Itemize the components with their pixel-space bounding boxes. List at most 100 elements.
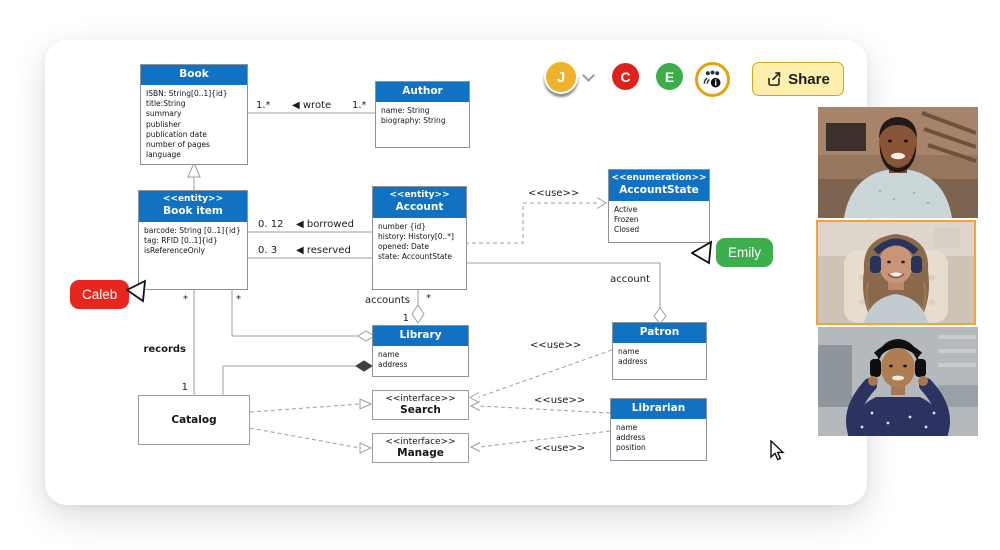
mult-borrowed: 0. 12 [258,219,283,230]
audience-info-icon [703,70,721,88]
class-name: Author [402,85,443,97]
participant-3-video [818,327,978,436]
attribute: language [146,149,181,159]
participant-2-video [818,222,974,323]
mult-records-one: 1 [182,382,188,393]
use-arrow [469,401,481,411]
class-name: Catalog [171,414,217,426]
share-label: Share [788,70,830,88]
label-wrote: ◀ wrote [292,100,331,111]
class-stereotype: <<entity>> [162,194,224,204]
class-name: Book [179,68,209,80]
enum-literal: Active [614,204,638,214]
avatar-e[interactable]: E [656,63,683,90]
attribute: number {id} [378,221,427,231]
class-name: Patron [639,326,680,338]
class-stereotype: <<interface>> [385,437,456,447]
label-accounts: accounts [365,295,410,306]
share-icon [768,72,781,86]
avatar-j[interactable]: J [544,60,578,94]
realization-arrow [359,442,373,454]
enum-literal: Frozen [614,215,639,225]
generalization-arrow [187,161,201,178]
mult-reserved: 0. 3 [258,245,277,256]
use-arrow [596,197,607,209]
attribute: opened: Date [378,242,429,252]
attribute: summary [146,109,182,119]
label-use-patron: <<use>> [530,340,581,351]
interface-search[interactable]: <<interface>> Search [372,390,469,420]
share-button[interactable]: Share [752,62,844,96]
class-name: Librarian [631,402,686,414]
class-name: Library [399,329,442,341]
attribute: publication date [146,129,207,139]
composition-diamond [355,360,373,372]
video-tile-participant-3[interactable] [818,327,978,436]
attribute: address [616,433,646,443]
aggregation-diamond [411,304,425,324]
mult-wrote-right: 1.* [352,100,367,111]
video-tile-participant-1[interactable] [818,107,978,218]
attribute: ISBN: String[0..1]{id} [146,89,228,99]
attribute: name: String [381,106,430,116]
class-stereotype: <<entity>> [389,190,450,200]
attribute: barcode: String [0..1]{id} [144,225,241,235]
class-name: Account [395,200,444,213]
attribute: history: History[0..*] [378,232,454,242]
class-book-item[interactable]: <<entity>> Book item barcode: String [0.… [138,190,248,290]
attribute: title:String [146,99,186,109]
label-reserved: ◀ reserved [296,245,351,256]
mult-library-items: * [236,294,241,305]
class-name: Manage [397,447,444,459]
class-author[interactable]: Author name: String biography: String [375,81,470,148]
label-use-librarian-search: <<use>> [534,395,585,406]
label-account: account [610,274,650,285]
class-account-state[interactable]: <<enumeration>> AccountState Active Froz… [608,169,710,243]
attribute: name [618,347,640,357]
mult-accounts: * [426,293,431,304]
attribute: address [378,360,408,370]
class-librarian[interactable]: Librarian name address position [610,398,707,461]
class-account[interactable]: <<entity>> Account number {id} history: … [372,186,467,290]
mult-accounts-one: 1 [403,313,409,324]
video-tile-participant-2-active[interactable] [816,220,976,325]
class-book[interactable]: Book ISBN: String[0..1]{id} title:String… [140,64,248,165]
class-name: Book item [163,204,223,217]
attribute: address [618,357,648,367]
attribute: isReferenceOnly [144,246,205,256]
label-use-librarian-manage: <<use>> [534,443,585,454]
class-patron[interactable]: Patron name address [612,322,707,380]
mult-records-star: * [183,294,188,305]
class-stereotype: <<interface>> [385,394,456,404]
collaborators-info-button[interactable] [695,62,730,97]
attribute: position [616,443,646,453]
label-borrowed: ◀ borrowed [296,219,354,230]
enum-literal: Closed [614,225,640,235]
mult-wrote-left: 1.* [256,100,271,111]
class-name: Search [400,404,441,416]
avatar-c[interactable]: C [612,63,639,90]
class-name: AccountState [619,183,699,196]
attribute: number of pages [146,139,210,149]
attribute: tag: RFID [0..1]{id} [144,236,218,246]
attribute: name [378,350,400,360]
use-arrow [468,392,480,403]
class-library[interactable]: Library name address [372,325,469,377]
class-stereotype: <<enumeration>> [611,173,707,183]
interface-manage[interactable]: <<interface>> Manage [372,433,469,463]
mouse-cursor-icon [770,440,785,461]
attribute: publisher [146,119,181,129]
use-arrow [469,442,481,452]
attribute: state: AccountState [378,252,453,262]
cursor-label-emily: Emily [716,238,773,267]
attribute: name [616,423,638,433]
participant-1-video [818,107,978,218]
cursor-label-caleb: Caleb [70,280,130,309]
caleb-cursor-icon [126,279,147,303]
class-catalog[interactable]: Catalog [138,395,250,445]
emily-cursor-icon [691,240,713,265]
label-use-accountstate: <<use>> [528,188,579,199]
realization-arrow [359,398,373,410]
